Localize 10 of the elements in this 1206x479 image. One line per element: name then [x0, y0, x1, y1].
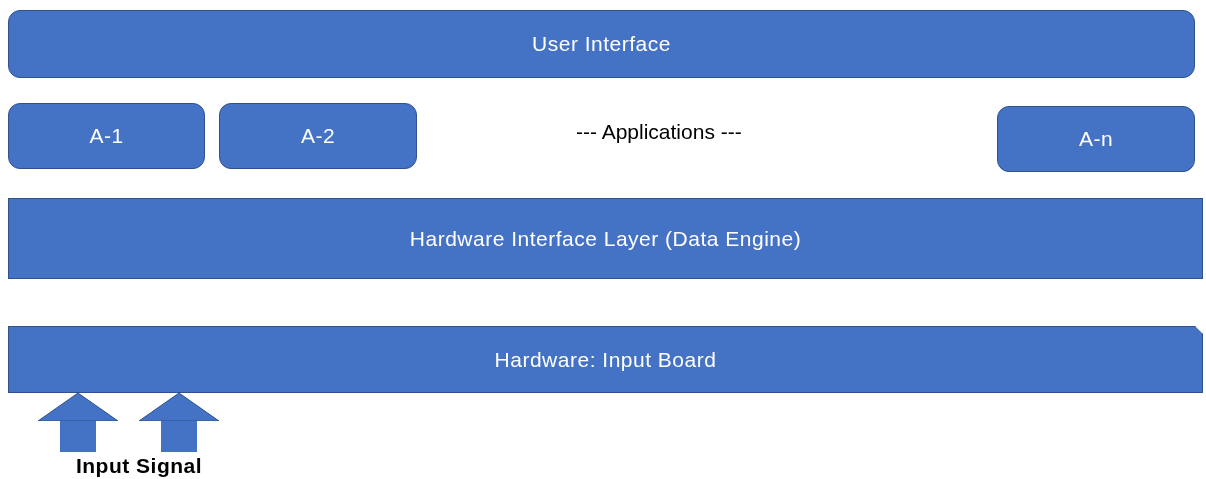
- application-box: A-2: [219, 103, 417, 169]
- application-box: A-1: [8, 103, 205, 169]
- signal-label: Input Signal: [48, 452, 230, 479]
- layer-bar: User Interface: [8, 10, 1195, 78]
- application-box: A-n: [997, 106, 1195, 172]
- section-label: --- Applications ---: [576, 120, 742, 144]
- block-arrow: [138, 392, 220, 452]
- layer-bar: Hardware Interface Layer (Data Engine): [8, 198, 1203, 279]
- layer-bar: Hardware: Input Board: [8, 326, 1203, 393]
- block-arrow: [37, 392, 119, 452]
